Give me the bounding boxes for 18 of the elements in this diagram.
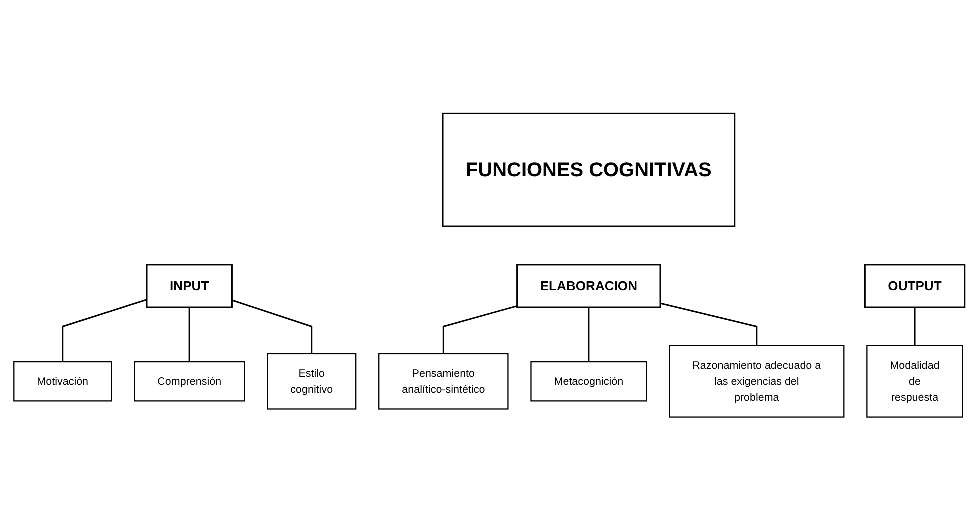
node-box: Pensamiento analítico-sintético [378, 353, 509, 410]
node-box: ELABORACION [516, 264, 662, 308]
node-box: Razonamiento adecuado a las exigencias del problema [669, 345, 845, 418]
connector [660, 302, 758, 346]
node-box: FUNCIONES COGNITIVAS [442, 112, 736, 228]
connector [62, 299, 148, 362]
node-box: Modalidad de respuesta [866, 345, 964, 418]
connector [914, 308, 916, 346]
connector [188, 308, 190, 362]
node-box: Metacognición [530, 361, 648, 402]
node-box: Comprensión [134, 361, 246, 402]
connector [232, 300, 313, 354]
node-box: INPUT [146, 264, 233, 308]
node-box: Motivación [14, 361, 112, 402]
node-box: OUTPUT [864, 264, 966, 308]
node-box: Estilo cognitivo [267, 353, 357, 410]
connector [442, 305, 518, 354]
connector [588, 308, 590, 362]
